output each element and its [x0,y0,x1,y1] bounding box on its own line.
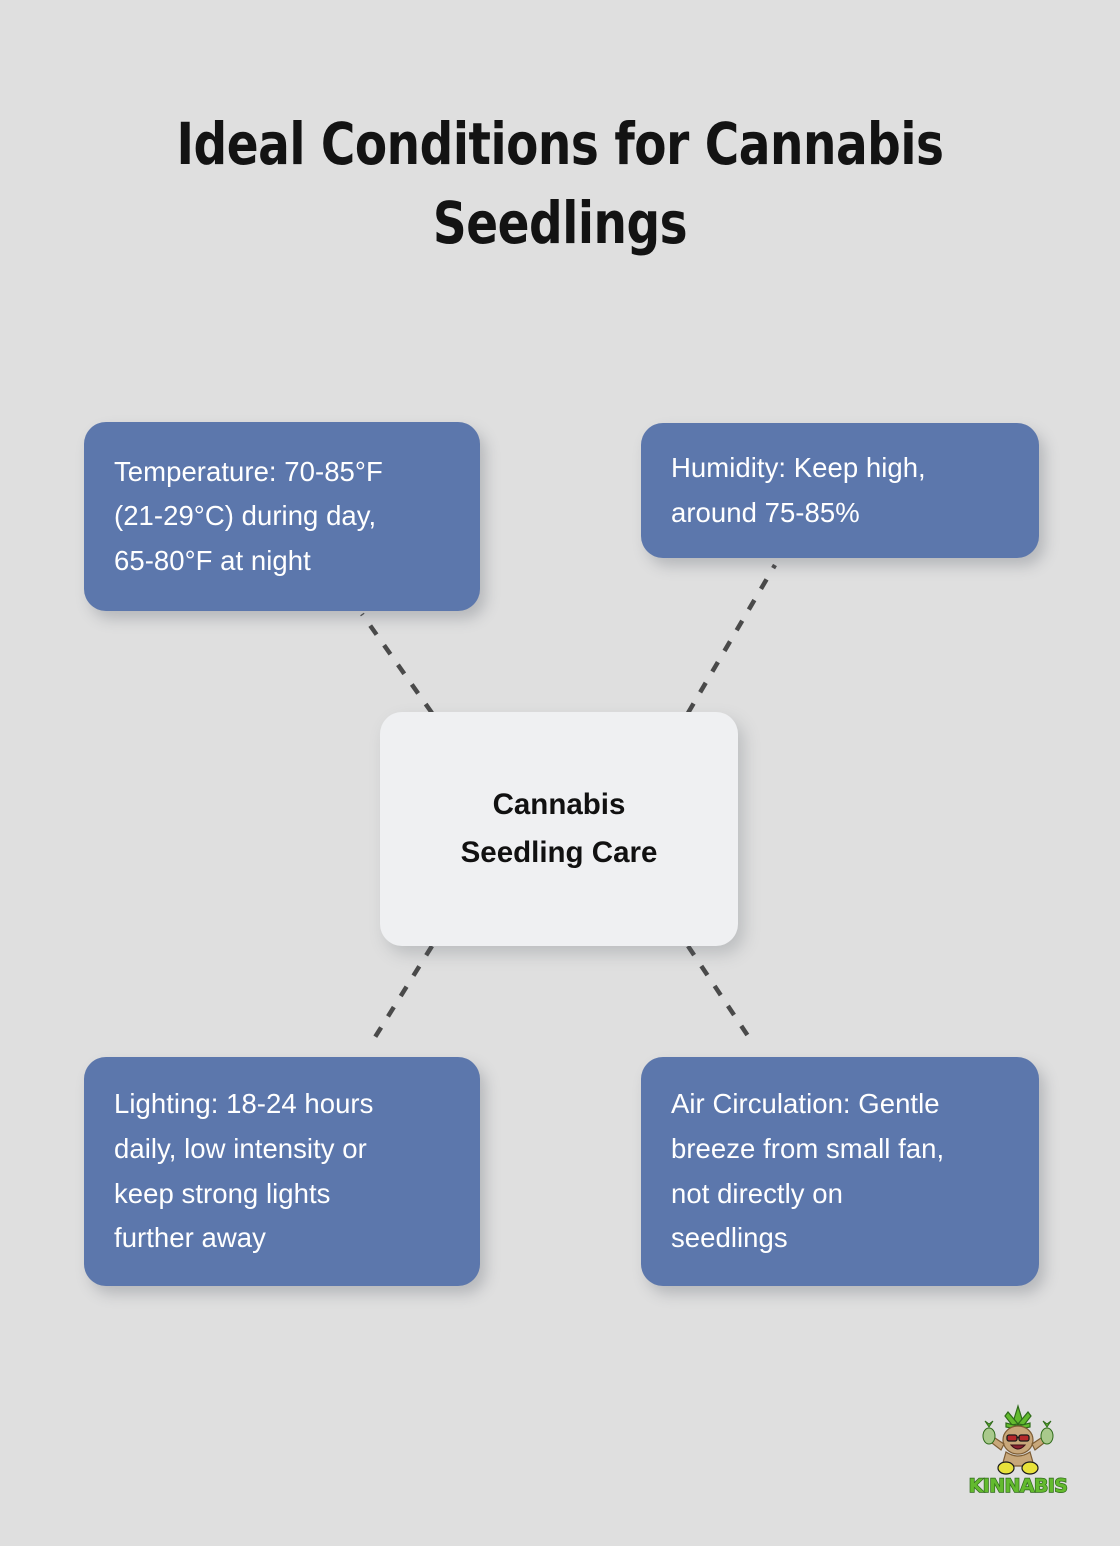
mascot-head [1002,1425,1034,1455]
node-lighting[interactable]: Lighting: 18-24 hours daily, low intensi… [84,1057,480,1286]
mascot-shoes [997,1461,1039,1475]
mascot-mouth [1009,1444,1027,1450]
connector-center-lighting [370,944,434,1044]
node-temperature-label: Temperature: 70-85°F (21-29°C) during da… [114,455,383,576]
node-lighting-label: Lighting: 18-24 hours daily, low intensi… [114,1088,374,1254]
connector-center-air [686,944,754,1044]
connector-center-humidity [686,563,777,715]
cannabis-leaf-icon [1004,1403,1032,1430]
page-title: Ideal Conditions for Cannabis Seedlings [176,110,944,257]
node-air[interactable]: Air Circulation: Gentle breeze from smal… [641,1057,1039,1286]
node-temperature[interactable]: Temperature: 70-85°F (21-29°C) during da… [84,422,480,611]
kinnabis-logo: KINNABIS [968,1400,1068,1508]
node-humidity[interactable]: Humidity: Keep high, around 75-85% [641,423,1039,558]
node-center-label: Cannabis Seedling Care [460,788,658,869]
connector-center-temperature [360,612,434,715]
sunglasses-icon [1006,1434,1030,1442]
node-center[interactable]: Cannabis Seedling Care [380,712,738,946]
bud-left [982,1420,996,1445]
node-air-label: Air Circulation: Gentle breeze from smal… [671,1088,945,1254]
logo-wordmark: KINNABIS [969,1475,1068,1497]
bud-right [1040,1420,1054,1445]
node-humidity-label: Humidity: Keep high, around 75-85% [671,451,926,528]
